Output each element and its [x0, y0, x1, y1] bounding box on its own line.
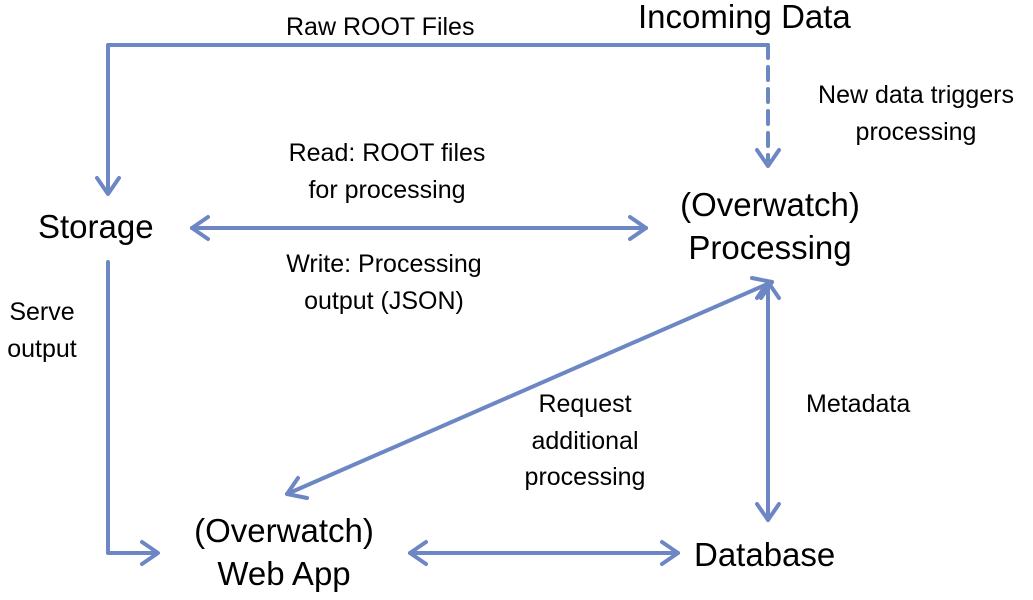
- label-request-additional-line2: additional: [531, 426, 639, 455]
- arrowhead-raw-root-files: [95, 176, 121, 196]
- label-serve-output-line1: Serve: [9, 298, 75, 326]
- node-incoming-data: Incoming Data: [638, 0, 851, 35]
- label-serve-output-line2: output: [7, 334, 77, 363]
- arrowhead-processing-diagonal: [750, 276, 774, 300]
- node-storage: Storage: [38, 208, 154, 245]
- arrowhead-processing-side: [628, 215, 648, 241]
- arrowhead-storage-side: [190, 215, 210, 241]
- arrow-request-processing: [285, 280, 774, 496]
- label-raw-root-files: Raw ROOT Files: [286, 13, 475, 41]
- node-processing: (Overwatch) Processing: [660, 184, 880, 270]
- label-new-data-triggers-line1: New data triggers: [818, 81, 1014, 109]
- label-read: Read: ROOT files for processing: [267, 135, 507, 208]
- label-new-data-triggers: New data triggers processing: [796, 77, 1033, 150]
- label-request-additional-line3: processing: [524, 463, 646, 491]
- label-write-line1: Write: Processing: [286, 250, 482, 278]
- label-write-line2: output (JSON): [304, 286, 464, 315]
- arrowhead-metadata-top: [755, 280, 781, 300]
- node-web-app: (Overwatch) Web App: [170, 510, 398, 596]
- label-read-line2: for processing: [308, 175, 466, 204]
- label-new-data-triggers-line2: processing: [855, 117, 977, 146]
- arrowhead-serve-output: [140, 540, 160, 566]
- label-request-additional: Request additional processing: [500, 386, 670, 496]
- label-read-line1: Read: ROOT files: [288, 139, 486, 167]
- label-metadata: Metadata: [806, 390, 911, 418]
- label-serve-output: Serve output: [0, 294, 86, 367]
- arrow-raw-root-files: [106, 43, 770, 192]
- node-processing-line1: (Overwatch): [680, 186, 860, 223]
- node-database: Database: [694, 536, 836, 573]
- label-write: Write: Processing output (JSON): [264, 246, 504, 319]
- node-web-app-line2: Web App: [217, 554, 351, 592]
- node-processing-line2: Processing: [688, 228, 852, 266]
- arrowhead-webapp-db-right: [660, 540, 680, 566]
- node-web-app-line1: (Overwatch): [194, 512, 374, 549]
- arrowhead-metadata-bottom: [755, 502, 781, 522]
- arrowhead-new-data-trigger: [755, 148, 781, 168]
- arrowhead-webapp-db-left: [408, 540, 428, 566]
- arrow-serve-output: [106, 260, 158, 555]
- label-request-additional-line1: Request: [538, 390, 632, 418]
- arrowhead-webapp-side: [285, 476, 309, 500]
